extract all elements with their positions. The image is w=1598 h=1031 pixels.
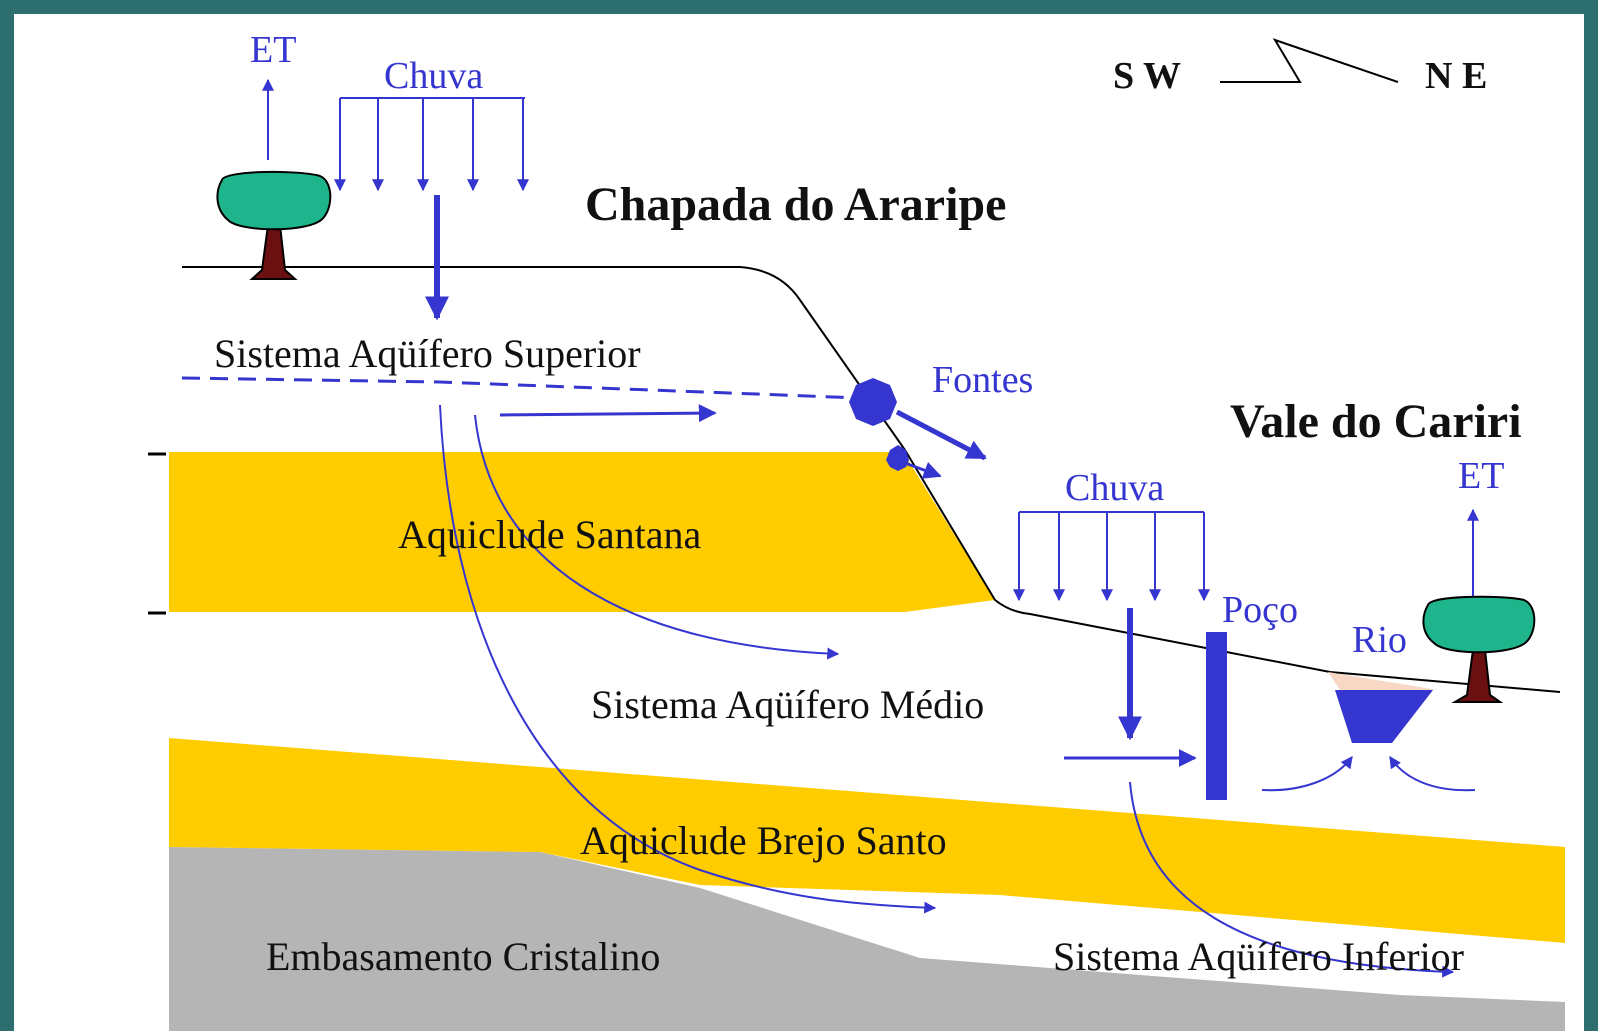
layer-label-santana: Aquiclude Santana (398, 512, 701, 557)
tree-icon-right (1422, 595, 1536, 703)
layer-label-medio: Sistema Aqüífero Médio (591, 682, 984, 727)
region-label-vale: Vale do Cariri (1230, 395, 1522, 448)
compass-label-ne: N E (1425, 55, 1487, 97)
et-label-right: ET (1458, 455, 1504, 497)
basement-layer (169, 847, 1565, 1031)
flow-curve-to-inferior (1129, 781, 1455, 978)
layer-label-superior: Sistema Aqüífero Superior (214, 331, 641, 376)
layer-label-inferior: Sistema Aqüífero Inferior (1053, 934, 1464, 979)
rain-arrows-left (334, 97, 529, 192)
river-symbol (1261, 672, 1476, 792)
layer-label-embasamento: Embasamento Cristalino (266, 934, 660, 979)
water-table-dashed (181, 376, 861, 400)
brejo-santo-aquiclude-layer (169, 738, 1565, 943)
compass-arrow (1220, 38, 1399, 83)
flow-curve-to-brejo (439, 404, 937, 914)
chuva-label-left: Chuva (384, 55, 483, 97)
poco-label: Poço (1222, 589, 1298, 631)
flow-curve-to-medio (474, 414, 840, 660)
rio-label: Rio (1352, 619, 1407, 661)
et-label-left: ET (250, 29, 296, 71)
lateral-flow-arrow (499, 404, 717, 423)
compass-label-sw: S W (1113, 55, 1181, 97)
layer-label-brejo: Aquiclude Brejo Santo (580, 818, 947, 863)
santana-aquiclude-layer (169, 452, 995, 612)
region-label-chapada: Chapada do Araripe (585, 178, 1006, 231)
springs-symbol (849, 378, 987, 479)
ground-surface-line (182, 266, 1561, 693)
well-symbol (1206, 632, 1227, 800)
tree-icon (216, 170, 332, 280)
chuva-label-right: Chuva (1065, 467, 1164, 509)
fontes-label: Fontes (932, 359, 1033, 401)
rain-arrows-right (1013, 511, 1210, 602)
